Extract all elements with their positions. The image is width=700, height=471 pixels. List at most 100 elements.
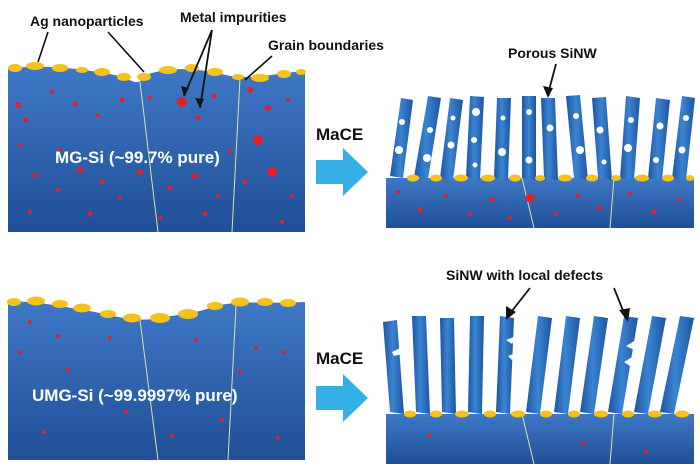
- callout-silver-label: Ag nanoparticles: [30, 13, 144, 29]
- local-defect: [626, 340, 636, 350]
- metal-impurity: [628, 192, 632, 196]
- metal-impurity: [428, 434, 432, 438]
- pore: [525, 156, 533, 164]
- silver-nanoparticle: [511, 410, 525, 418]
- callout-impurities-leader: [183, 29, 213, 97]
- metal-impurity: [148, 96, 152, 100]
- callout-grain: Grain boundaries: [244, 37, 384, 81]
- silver-nanoparticle: [8, 64, 22, 72]
- metal-impurity: [158, 216, 162, 220]
- etched-substrate: [386, 178, 694, 228]
- callout-grain-label: Grain boundaries: [268, 37, 384, 53]
- silicon-nanowire: [414, 96, 441, 179]
- metal-impurities-etched: [396, 190, 682, 220]
- pore: [472, 162, 478, 168]
- pore: [596, 126, 604, 134]
- silver-nanoparticle: [611, 175, 621, 181]
- top-panel: MG-Si (~99.7% pure) Ag nanoparticles Met…: [8, 9, 695, 233]
- silver-nanoparticle: [535, 175, 545, 181]
- metal-impurity: [58, 148, 62, 152]
- silver-nanoparticle: [455, 410, 469, 418]
- silicon-nanowire: [440, 98, 463, 180]
- pore: [471, 137, 477, 143]
- metal-impurity: [396, 190, 400, 194]
- metal-impurity: [220, 418, 224, 422]
- callout-grain-leader: [244, 55, 273, 81]
- callout-impurities: Metal impurities: [180, 9, 287, 109]
- silicon-nanowire: [541, 98, 558, 180]
- metal-impurity: [576, 194, 580, 198]
- local-defect: [392, 346, 404, 356]
- mace-label-bottom: MaCE: [316, 349, 363, 368]
- silver-nanoparticle: [251, 74, 269, 82]
- silver-nanoparticle: [404, 410, 416, 418]
- metal-impurity: [56, 188, 60, 192]
- silver-nanoparticle: [159, 66, 177, 74]
- nanowire-pores: [395, 108, 689, 168]
- callout-silver: Ag nanoparticles: [30, 13, 145, 73]
- metal-impurity: [286, 98, 290, 102]
- pore: [500, 115, 506, 121]
- silver-nanoparticle: [430, 174, 442, 182]
- grain-boundary: [521, 177, 535, 229]
- silver-nanoparticle: [635, 174, 649, 182]
- silver-nanoparticle: [430, 410, 442, 418]
- callout-silver-leader: [107, 31, 145, 73]
- silicon-nanowire: [554, 316, 580, 414]
- metal-impurity: [254, 346, 258, 350]
- metal-impurity: [242, 179, 248, 185]
- metal-impurity: [582, 442, 586, 446]
- metal-impurity: [280, 220, 284, 224]
- silicon-nanowire: [620, 96, 640, 180]
- silver-nanoparticle: [558, 174, 572, 182]
- grain-boundary: [609, 413, 615, 465]
- metal-impurity: [124, 410, 128, 414]
- defective-sinw-array: SiNW with local defects: [383, 267, 694, 465]
- metal-impurity: [267, 167, 277, 177]
- grain-boundary: [227, 305, 237, 461]
- porous-sinw-array: Porous SiNW: [386, 45, 695, 229]
- silicon-nanowire: [522, 96, 536, 180]
- metal-impurity: [96, 113, 100, 117]
- silver-nanoparticle: [568, 410, 580, 418]
- umg-si-label: UMG-Si (~99.9997% pure): [32, 386, 238, 405]
- silicon-nanowire: [496, 316, 514, 414]
- metal-impurity: [108, 336, 112, 340]
- silver-nanoparticle: [7, 298, 21, 306]
- silicon-nanowires: [390, 95, 695, 180]
- metal-impurity: [72, 101, 78, 107]
- mace-label-top: MaCE: [316, 125, 363, 144]
- metal-impurity: [253, 135, 263, 145]
- silver-nanoparticle: [296, 69, 306, 75]
- metal-impurity: [28, 320, 32, 324]
- grain-boundary: [139, 319, 159, 461]
- silver-nanoparticle: [73, 303, 91, 313]
- silver-nanoparticle: [52, 300, 68, 308]
- metal-impurity: [194, 338, 198, 342]
- metal-impurity: [276, 436, 280, 440]
- metal-impurity: [99, 179, 105, 185]
- silver-nanoparticle: [232, 74, 244, 80]
- pore: [423, 154, 431, 162]
- silver-nanoparticle: [76, 67, 88, 73]
- metal-impurity: [290, 194, 294, 198]
- metal-impurity: [525, 193, 535, 203]
- silver-nanoparticle: [586, 174, 598, 182]
- silicon-nanowire: [390, 98, 413, 178]
- local-defect: [508, 352, 518, 360]
- silver-nanoparticles: [8, 62, 306, 82]
- pore: [526, 109, 532, 115]
- pore: [678, 146, 686, 154]
- process-arrow: [316, 374, 368, 422]
- metal-impurity: [192, 173, 198, 179]
- silicon-nanowire: [634, 316, 666, 414]
- pore: [447, 141, 455, 149]
- metal-impurity: [32, 172, 38, 178]
- bottom-panel: UMG-Si (~99.9997% pure) MaCE: [7, 267, 694, 465]
- metal-impurity: [489, 197, 495, 203]
- metal-impurity: [50, 90, 54, 94]
- pore: [546, 124, 554, 132]
- callout-silver-leader: [37, 31, 49, 63]
- metal-impurity: [247, 87, 253, 93]
- silver-nanoparticle: [231, 297, 249, 307]
